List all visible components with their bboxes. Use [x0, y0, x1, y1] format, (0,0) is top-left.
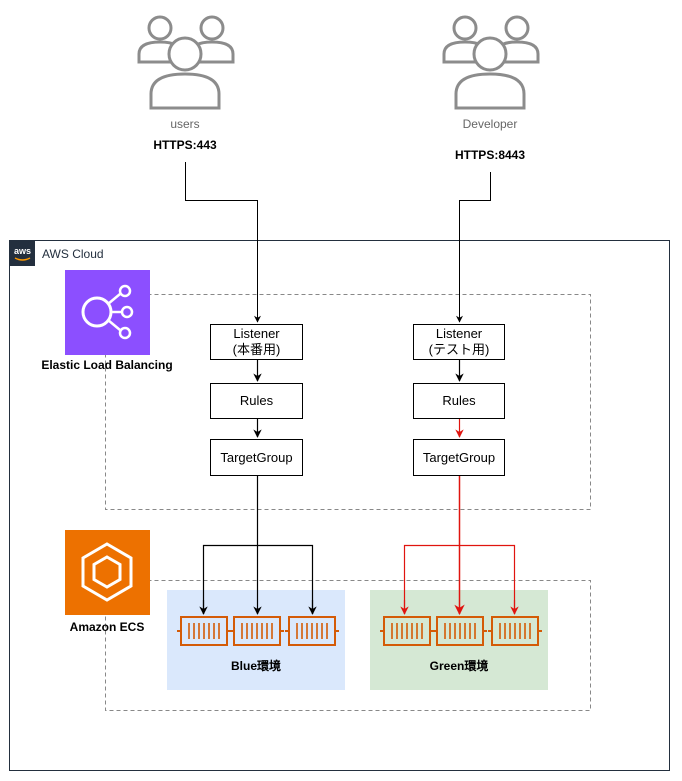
users-label: users	[170, 117, 199, 131]
ecs-group-boundary	[105, 580, 591, 711]
developer-protocol-label: HTTPS:8443	[455, 148, 525, 162]
elb-label: Elastic Load Balancing	[41, 358, 172, 372]
rules-test-label: Rules	[442, 393, 476, 408]
green-environment-label: Green環境	[430, 658, 489, 673]
targetgroup-prod-label: TargetGroup	[220, 450, 292, 465]
rules-prod-box: Rules	[210, 383, 303, 419]
blue-fanout-connector	[202, 544, 314, 614]
rules-test-box: Rules	[413, 383, 505, 419]
elb-group-boundary	[105, 294, 591, 510]
elb-service: Elastic Load Balancing	[41, 270, 173, 372]
ecs-service: Amazon ECS	[65, 530, 150, 634]
users-group: users HTTPS:443	[137, 15, 235, 152]
aws-cloud-boundary: aws AWS Cloud	[9, 240, 670, 771]
aws-logo-text: aws	[14, 246, 31, 256]
ecs-label: Amazon ECS	[70, 620, 145, 634]
developer-to-listener-connector	[456, 172, 491, 323]
listener-test-box: Listener (テスト用)	[413, 324, 505, 360]
aws-cloud-title: AWS Cloud	[42, 247, 104, 261]
users-group-icon	[137, 15, 235, 110]
listener-prod-subtitle: (本番用)	[233, 342, 281, 357]
listener-test-title: Listener	[436, 326, 483, 341]
targetgroup-test-label: TargetGroup	[423, 450, 495, 465]
developer-label: Developer	[463, 117, 518, 131]
users-protocol-label: HTTPS:443	[153, 138, 217, 152]
green-fanout-connector	[403, 544, 516, 614]
targetgroup-prod-box: TargetGroup	[210, 439, 303, 476]
users-to-listener-connector	[185, 162, 261, 323]
blue-environment	[167, 590, 345, 690]
blue-environment-label: Blue環境	[231, 658, 281, 673]
listener-prod-box: Listener (本番用)	[210, 324, 303, 360]
listener-prod-title: Listener	[233, 326, 280, 341]
rules-prod-label: Rules	[240, 393, 274, 408]
aws-logo-icon	[10, 241, 35, 266]
developer-group: Developer HTTPS:8443	[442, 15, 540, 162]
load-balancer-icon	[65, 270, 150, 355]
listener-test-subtitle: (テスト用)	[429, 342, 490, 357]
developer-group-icon	[442, 15, 540, 110]
targetgroup-test-box: TargetGroup	[413, 439, 505, 476]
